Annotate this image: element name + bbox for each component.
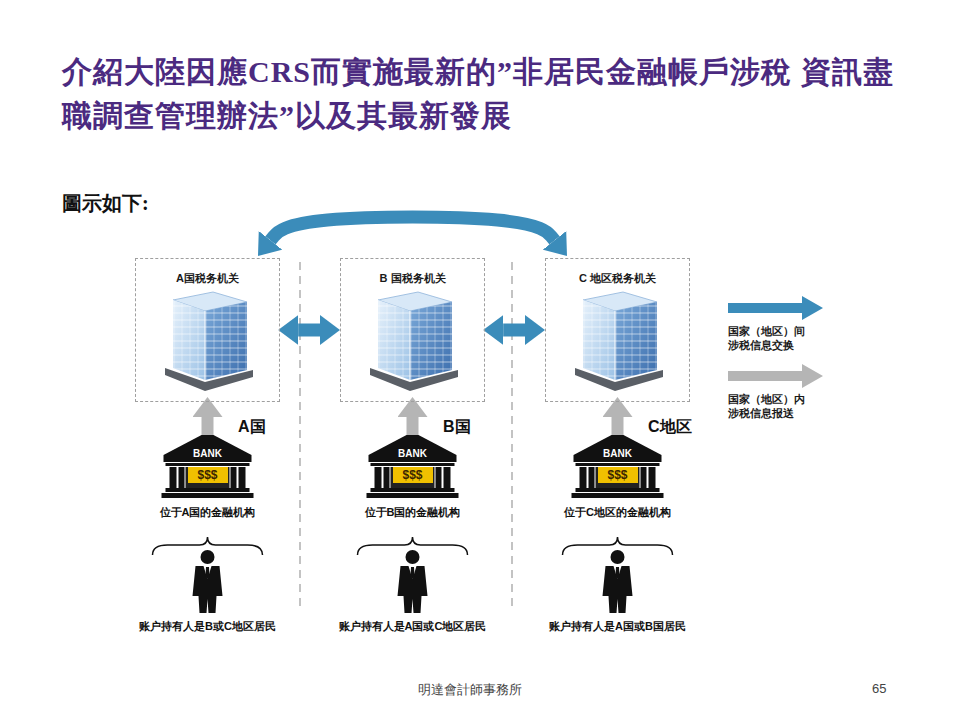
divider-line [511,262,513,612]
legend: 国家（地区）间 涉税信息交换国家（地区）内 涉税信息报送 [728,296,838,432]
legend-text: 国家（地区）间 涉税信息交换 [728,324,813,352]
bank-symbol [162,435,254,498]
country-label: C地区 [648,417,692,438]
tax-office-box: A国税务机关 [135,258,280,402]
account-holder-figure [358,537,468,613]
exchange-arrow [298,324,320,337]
bank-sign: BANK [548,447,688,461]
country-label: A国 [238,417,266,438]
bank-node: BANK $$$ 位于C地区的金融机构 [548,435,688,519]
legend-text: 国家（地区）内 涉税信息报送 [728,392,813,420]
bank-sign: BANK [138,447,278,461]
exchange-arc-arrow [270,217,554,240]
money-sign: $$$ [598,467,638,483]
bank-sign: BANK [343,447,483,461]
account-holder-figure [563,537,673,613]
account-holder-caption: 账户持有人是B或C地区居民 [139,619,276,634]
institution-caption: 位于A国的金融机构 [138,505,278,519]
account-holder-caption: 账户持有人是A国或C地区居民 [339,619,487,634]
account-holder-figure [153,537,263,613]
legend-arrow [728,364,823,388]
bank-symbol [572,435,664,498]
divider-line [299,262,301,612]
tax-office-box: B 国税务机关 [340,258,485,402]
tax-office-box: C 地区税务机关 [545,258,690,402]
institution-caption: 位于B国的金融机构 [343,505,483,519]
report-arrow [202,417,214,435]
legend-swatch [728,364,824,388]
legend-arrow [728,296,823,320]
legend-item: 国家（地区）内 涉税信息报送 [728,364,838,420]
tax-office-building [165,292,253,391]
legend-item: 国家（地区）间 涉税信息交换 [728,296,838,352]
office-name: A国税务机关 [136,271,279,285]
legend-swatch [728,296,824,320]
tax-office-building [370,292,458,391]
title: 介紹大陸因應CRS而實施最新的”非居民金融帳戶涉稅 資訊盡職調查管理辦法”以及其… [62,50,922,138]
money-sign: $$$ [188,467,228,483]
section-heading: 圖示如下: [62,190,149,217]
account-holder-caption: 账户持有人是A国或B国居民 [549,619,686,634]
bank-symbol [367,435,459,498]
tax-office-building [575,292,663,391]
money-sign: $$$ [393,467,433,483]
bank-node: BANK $$$ 位于B国的金融机构 [343,435,483,519]
footer-firm: 明達會計師事務所 [418,681,522,699]
office-name: C 地区税务机关 [546,271,689,285]
report-arrow [407,417,419,435]
report-arrow [612,417,624,435]
page-number: 65 [872,681,886,696]
country-label: B国 [443,417,471,438]
exchange-arrow [503,324,525,337]
institution-caption: 位于C地区的金融机构 [548,505,688,519]
bank-node: BANK $$$ 位于A国的金融机构 [138,435,278,519]
office-name: B 国税务机关 [341,271,484,285]
